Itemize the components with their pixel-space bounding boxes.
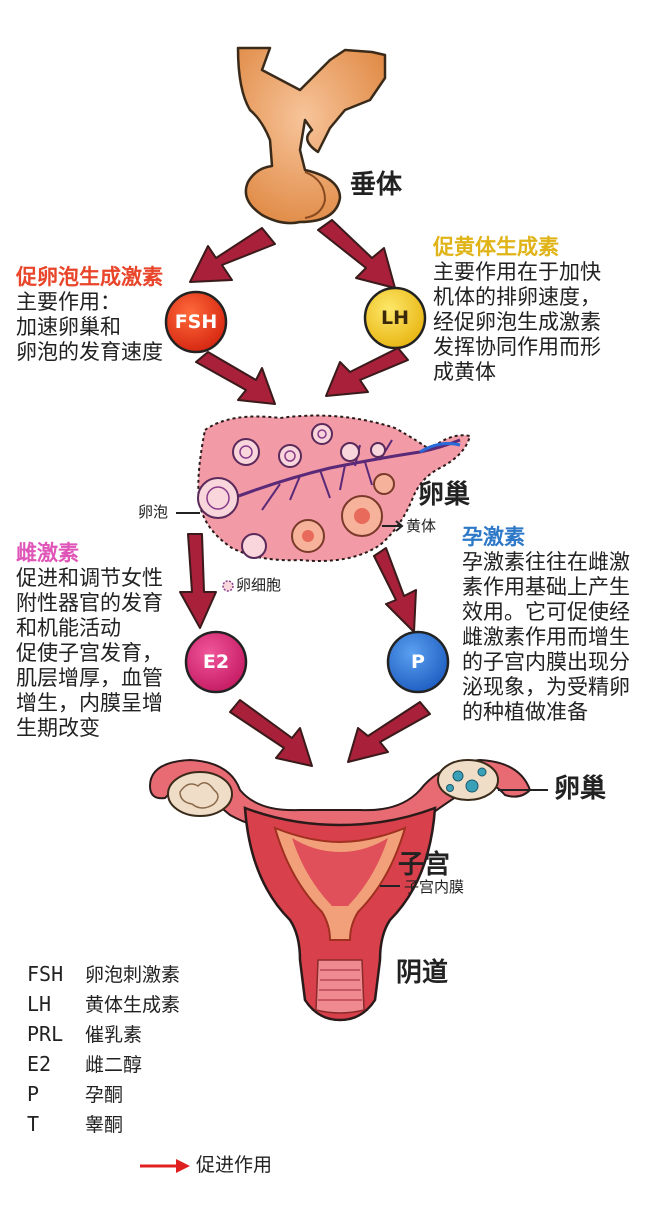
label-corpus-luteum: 黄体 — [406, 517, 437, 535]
lh-info-line: 发挥协同作用而形 — [433, 335, 601, 359]
lh-label: LH — [365, 288, 425, 348]
legend-item: PRL 催乳素 — [27, 1020, 180, 1050]
arrows-hormones-to-uterus — [229, 699, 431, 767]
label-pituitary: 垂体 — [350, 170, 403, 200]
ovary-illustration — [176, 414, 472, 592]
p-info-line: 泌现象，为受精卵 — [462, 675, 630, 699]
lh-info-line: 经促卵泡生成激素 — [433, 310, 601, 334]
lh-ball — [363, 286, 427, 350]
e2-label: E2 — [186, 632, 246, 692]
p-info-title: 孕激素 — [462, 525, 525, 549]
legend-item: T 睾酮 — [27, 1110, 180, 1140]
legend-abbr: T — [27, 1112, 40, 1136]
p-info-line: 的子宫内膜出现分 — [462, 650, 630, 674]
e2-info-line: 肌层增厚，血管 — [16, 666, 163, 690]
e2-text: E2 — [202, 651, 230, 673]
fsh-label: FSH — [166, 292, 226, 352]
legend-name: 雌二醇 — [85, 1054, 143, 1076]
legend-item: LH 黄体生成素 — [27, 990, 180, 1020]
e2-info-line: 促使子宫发育， — [16, 641, 163, 665]
legend-abbr: FSH — [27, 962, 64, 986]
e2-ball — [184, 630, 248, 694]
p-info-line: 效用。它可促使经 — [462, 600, 630, 624]
legend-name: 睾酮 — [85, 1114, 124, 1136]
label-follicle: 卵泡 — [138, 503, 169, 521]
label-ovary: 卵巢 — [418, 480, 471, 510]
e2-info-title: 雌激素 — [16, 541, 79, 565]
lh-info-line: 主要作用在于加快 — [433, 260, 601, 284]
legend-item: E2 雌二醇 — [27, 1050, 180, 1080]
label-vagina: 阴道 — [396, 958, 449, 988]
lh-info-title: 促黄体生成素 — [433, 235, 559, 259]
legend-arrow-icon — [140, 1159, 190, 1173]
fsh-info-line: 主要作用： — [16, 290, 121, 314]
fsh-text: FSH — [174, 311, 218, 333]
fsh-info-title: 促卵泡生成激素 — [16, 265, 163, 289]
fsh-info-line: 卵泡的发育速度 — [16, 340, 163, 364]
pituitary-gland — [236, 46, 387, 225]
legend-arrow-label: 促进作用 — [196, 1154, 273, 1176]
p-info-line: 孕激素往往在雌激 — [462, 550, 630, 574]
lh-info-line: 机体的排卵速度， — [433, 285, 601, 309]
legend-abbr: P — [27, 1082, 40, 1106]
e2-info-line: 促进和调节女性 — [16, 566, 163, 590]
e2-info-line: 增生，内膜呈增 — [16, 691, 163, 715]
p-text: P — [411, 651, 425, 673]
legend: FSH 卵泡刺激素 LH 黄体生成素 PRL 催乳素 E2 雌二醇 P 孕酮 T… — [27, 960, 180, 1140]
label-uterus: 子宫 — [398, 850, 451, 880]
legend-name: 黄体生成素 — [85, 994, 181, 1016]
legend-item: FSH 卵泡刺激素 — [27, 960, 180, 990]
p-info-line: 的种植做准备 — [462, 700, 588, 724]
fsh-info-block: 促卵泡生成激素 主要作用： 加速卵巢和 卵泡的发育速度 — [16, 264, 163, 365]
e2-info-line: 生期改变 — [16, 716, 100, 740]
legend-item: P 孕酮 — [27, 1080, 180, 1110]
label-endometrium: 子宫内膜 — [404, 878, 465, 896]
p-info-line: 雌激素作用而增生 — [462, 625, 630, 649]
arrows-hormones-to-ovary — [195, 347, 409, 405]
fsh-ball — [164, 290, 228, 354]
p-label: P — [388, 632, 448, 692]
e2-info-line: 和机能活动 — [16, 616, 121, 640]
uterus-illustration — [148, 758, 548, 1022]
lh-info-line: 成黄体 — [433, 360, 496, 384]
e2-info-line: 附性器官的发育 — [16, 591, 163, 615]
legend-abbr: PRL — [27, 1022, 64, 1046]
p-info-block: 孕激素 孕激素往往在雌激 素作用基础上产生 效用。它可促使经 雌激素作用而增生 … — [462, 524, 630, 725]
label-ovary-right: 卵巢 — [554, 774, 607, 804]
arrows-pituitary-to-hormones — [189, 219, 396, 289]
lh-text: LH — [380, 307, 409, 329]
fsh-info-line: 加速卵巢和 — [16, 315, 121, 339]
label-egg-cell: 卵细胞 — [236, 576, 282, 594]
lh-info-block: 促黄体生成素 主要作用在于加快 机体的排卵速度， 经促卵泡生成激素 发挥协同作用… — [433, 234, 601, 385]
legend-abbr: E2 — [27, 1052, 52, 1076]
e2-info-block: 雌激素 促进和调节女性 附性器官的发育 和机能活动 促使子宫发育， 肌层增厚，血… — [16, 540, 163, 741]
arrows-ovary-to-hormones — [179, 533, 417, 633]
legend-name: 卵泡刺激素 — [85, 964, 181, 986]
p-info-line: 素作用基础上产生 — [462, 575, 630, 599]
p-ball — [386, 630, 450, 694]
legend-name: 催乳素 — [85, 1024, 143, 1046]
legend-name: 孕酮 — [85, 1084, 124, 1106]
legend-abbr: LH — [27, 992, 52, 1016]
